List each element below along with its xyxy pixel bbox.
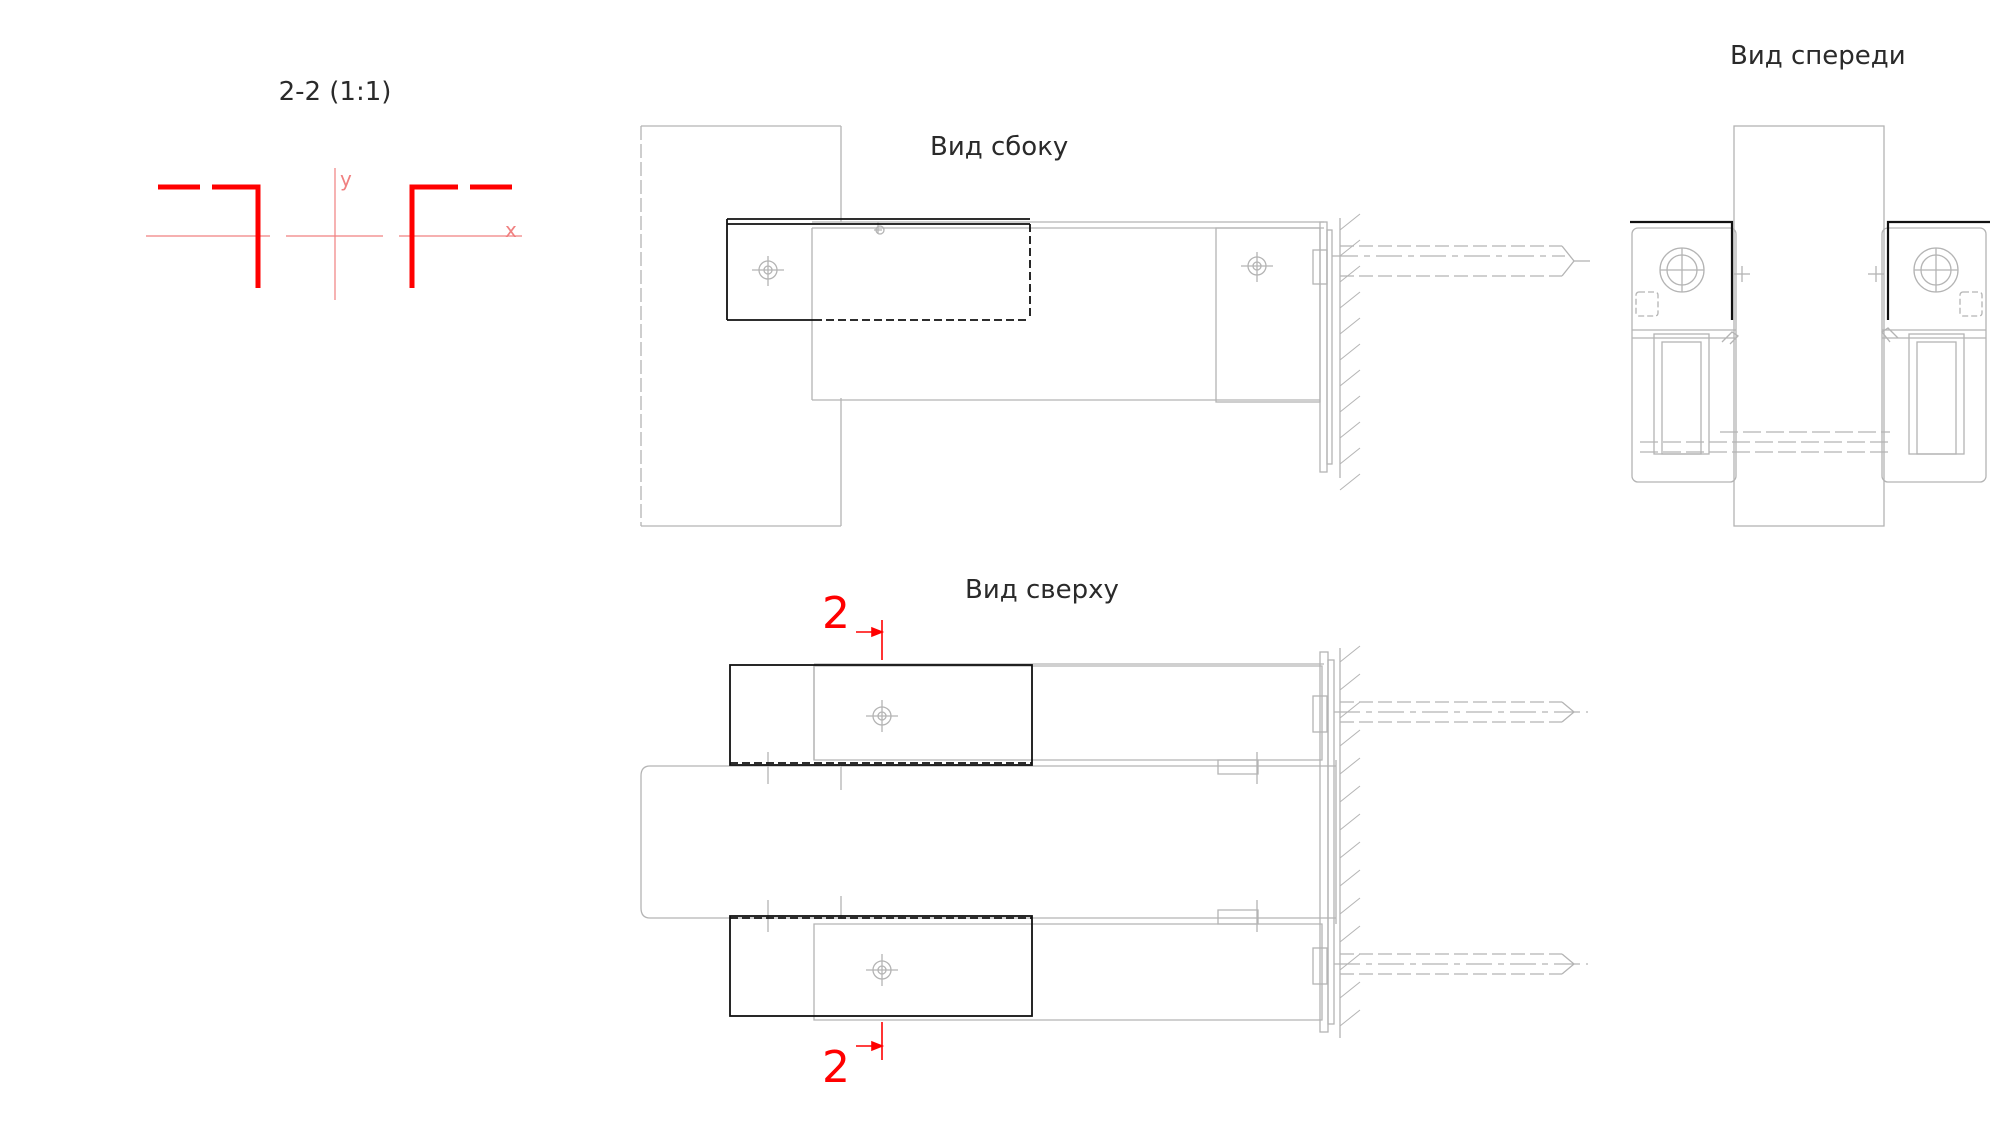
cut-label-lower: 2	[822, 1042, 850, 1093]
axis-y-label: y	[340, 167, 352, 191]
front-view-title: Вид спереди	[1730, 41, 1906, 71]
section-axes	[146, 168, 522, 300]
top-view-title: Вид сверху	[965, 575, 1119, 605]
section-title: 2-2 (1:1)	[279, 77, 392, 107]
cut-mark-upper	[856, 620, 885, 660]
top-plates-bold	[729, 664, 1033, 1017]
section-2-2: 2-2 (1:1) y x	[146, 77, 522, 300]
side-bolt-hole	[752, 252, 1273, 286]
side-view: Вид сбоку	[640, 125, 1590, 527]
front-view: Вид спереди	[1630, 41, 1990, 527]
section-left-angle	[158, 184, 261, 288]
side-wall-hatch	[1339, 213, 1361, 491]
axis-x-label: x	[505, 218, 517, 242]
top-wall-hatch	[1339, 645, 1361, 1027]
side-view-title: Вид сбоку	[930, 132, 1068, 162]
cut-mark-lower	[856, 1022, 885, 1060]
cut-label-upper: 2	[822, 588, 850, 639]
section-right-angle	[409, 184, 512, 288]
top-view: Вид сверху	[640, 575, 1588, 1093]
